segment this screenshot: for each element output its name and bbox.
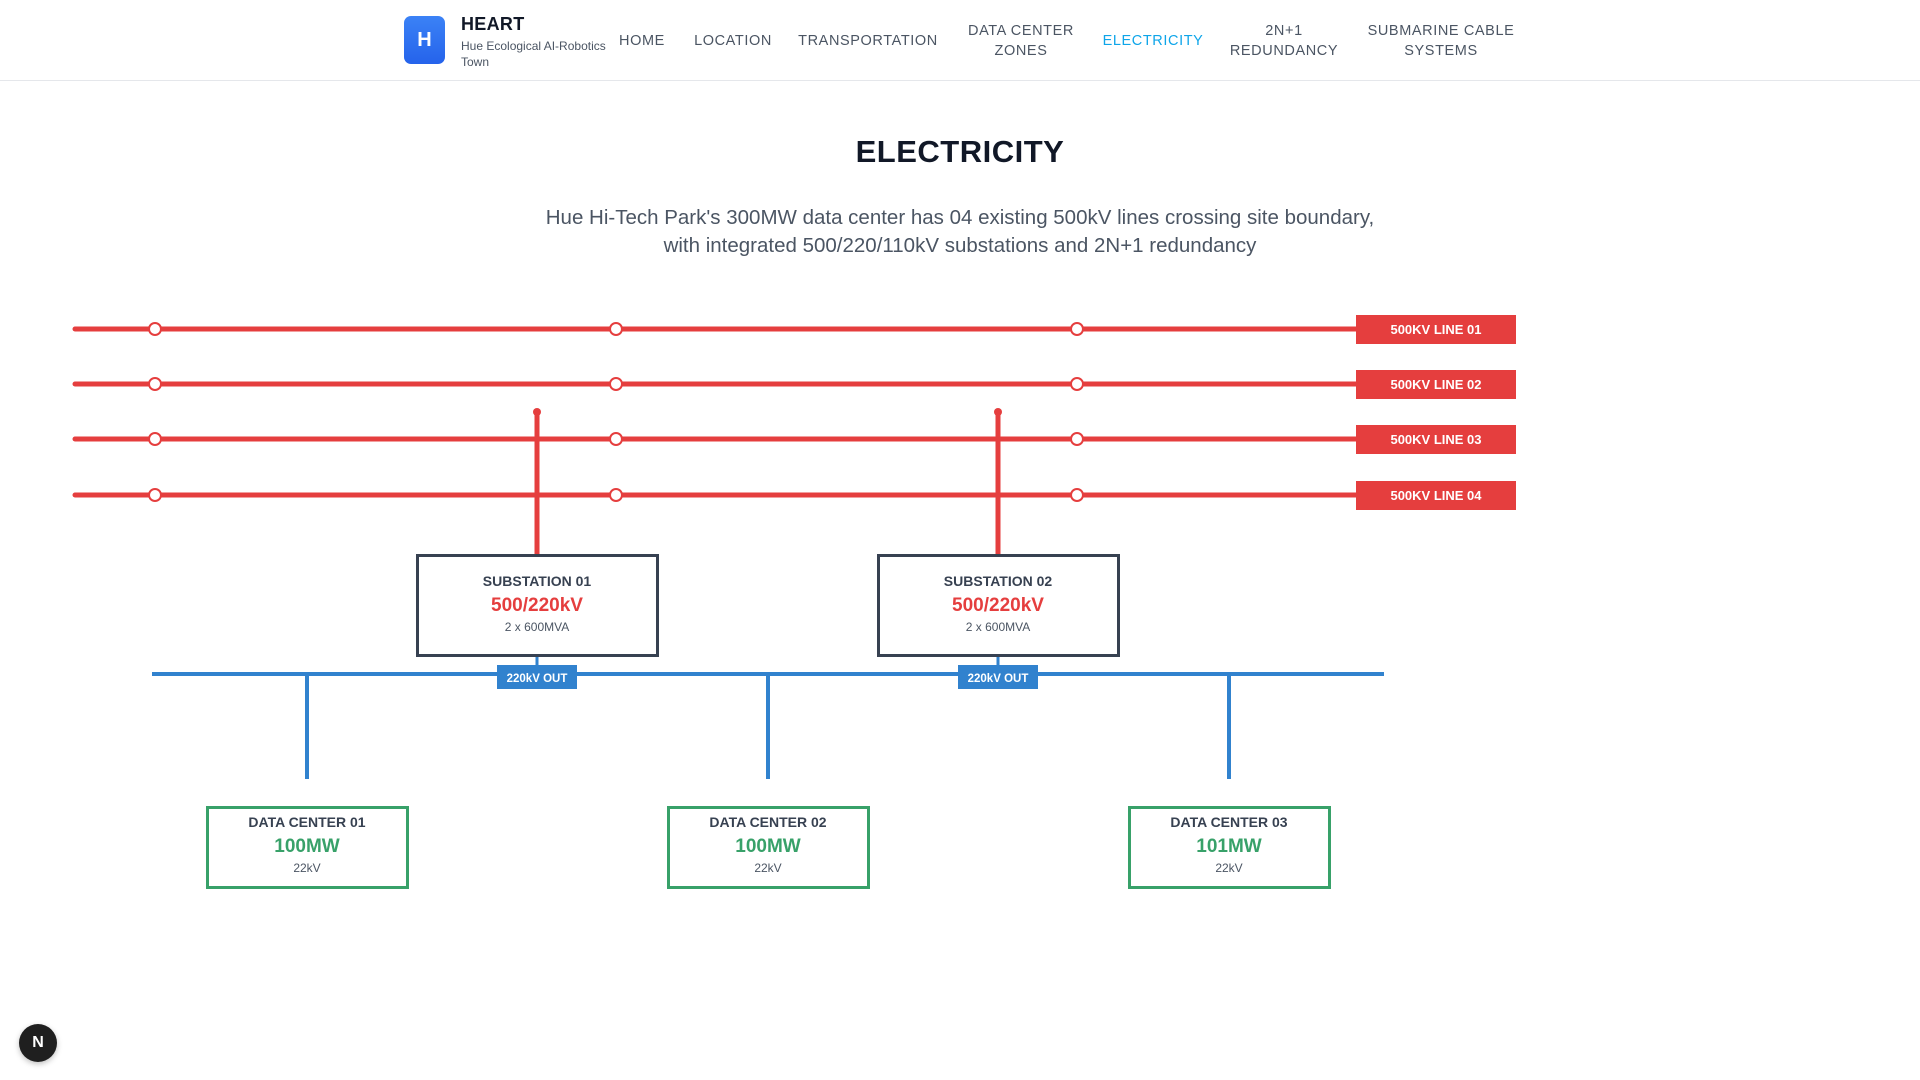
tower-node xyxy=(1070,488,1084,502)
line-label-box xyxy=(1356,425,1516,454)
data-center-name: DATA CENTER 03 xyxy=(1170,814,1287,830)
tower-node xyxy=(609,488,623,502)
data-center-power: 101MW xyxy=(1196,836,1262,857)
substation-name: SUBSTATION 01 xyxy=(483,573,592,589)
tower-node xyxy=(148,432,162,446)
description-line-1: Hue Hi-Tech Park's 300MW data center has… xyxy=(545,206,1375,229)
out-label: 220kV OUT xyxy=(968,673,1029,685)
brand-subtitle: Hue Ecological AI-Robotics Town xyxy=(461,39,606,69)
data-center-power: 100MW xyxy=(735,836,801,857)
substation-01: SUBSTATION 01 500/220kV 2 x 600MVA xyxy=(416,554,659,657)
dev-tools-badge[interactable]: N xyxy=(19,1024,57,1062)
top-header: H HEART Hue Ecological AI-Robotics Town … xyxy=(0,0,1920,81)
description-line-2: with integrated 500/220/110kV substation… xyxy=(663,234,1257,257)
substation-name: SUBSTATION 02 xyxy=(944,573,1053,589)
page-title: ELECTRICITY xyxy=(855,134,1065,169)
logo[interactable]: H xyxy=(404,16,445,64)
out-label-box xyxy=(497,665,577,689)
data-center-01: DATA CENTER 01 100MW 22kV xyxy=(206,806,409,889)
data-center-name: DATA CENTER 01 xyxy=(248,814,365,830)
data-center-voltage: 22kV xyxy=(754,861,781,875)
line-label: 500KV LINE 04 xyxy=(1390,488,1482,503)
substation-capacity: 2 x 600MVA xyxy=(505,620,569,634)
line-500kv-03: 500KV LINE 03 xyxy=(72,425,1516,454)
tap-node xyxy=(994,408,1002,416)
line-label-box xyxy=(1356,315,1516,344)
tower-node xyxy=(148,488,162,502)
nav-data-center-zones[interactable]: DATA CENTER ZONES xyxy=(968,22,1074,59)
data-center-voltage: 22kV xyxy=(1215,861,1242,875)
substation-capacity: 2 x 600MVA xyxy=(966,620,1030,634)
tower-node xyxy=(609,432,623,446)
data-center-power: 100MW xyxy=(274,836,340,857)
nav-electricity[interactable]: ELECTRICITY xyxy=(1102,32,1204,49)
tower-node xyxy=(1070,322,1084,336)
tower-node xyxy=(609,322,623,336)
data-center-02: DATA CENTER 02 100MW 22kV xyxy=(667,806,870,889)
brand-name[interactable]: HEART xyxy=(461,14,525,34)
nav-location[interactable]: LOCATION xyxy=(694,32,772,49)
tower-node xyxy=(148,377,162,391)
line-500kv-04: 500KV LINE 04 xyxy=(72,481,1516,510)
tower-node xyxy=(1070,377,1084,391)
line-label: 500KV LINE 02 xyxy=(1390,377,1481,392)
nav-submarine-cable-systems[interactable]: SUBMARINE CABLE SYSTEMS xyxy=(1367,22,1515,59)
data-center-03: DATA CENTER 03 101MW 22kV xyxy=(1128,806,1331,889)
out-label-box xyxy=(958,665,1038,689)
substation-rating: 500/220kV xyxy=(952,595,1044,616)
line-500kv-01: 500KV LINE 01 xyxy=(72,315,1516,344)
line-500kv-02: 500KV LINE 02 xyxy=(72,370,1516,399)
nav-transportation[interactable]: TRANSPORTATION xyxy=(798,32,938,49)
tower-node xyxy=(148,322,162,336)
tap-node xyxy=(533,408,541,416)
line-label: 500KV LINE 03 xyxy=(1390,432,1481,447)
substation-02: SUBSTATION 02 500/220kV 2 x 600MVA xyxy=(877,554,1120,657)
substation-rating: 500/220kV xyxy=(491,595,583,616)
nav-home[interactable]: HOME xyxy=(619,32,665,49)
nav-2n1-redundancy[interactable]: 2N+1 REDUNDANCY xyxy=(1229,22,1339,59)
tower-node xyxy=(1070,432,1084,446)
out-label: 220kV OUT xyxy=(507,673,568,685)
page-description: Hue Hi-Tech Park's 300MW data center has… xyxy=(460,204,1460,260)
line-label-box xyxy=(1356,481,1516,510)
data-center-name: DATA CENTER 02 xyxy=(709,814,826,830)
data-center-voltage: 22kV xyxy=(293,861,320,875)
tower-node xyxy=(609,377,623,391)
line-label-box xyxy=(1356,370,1516,399)
line-label: 500KV LINE 01 xyxy=(1390,322,1481,337)
